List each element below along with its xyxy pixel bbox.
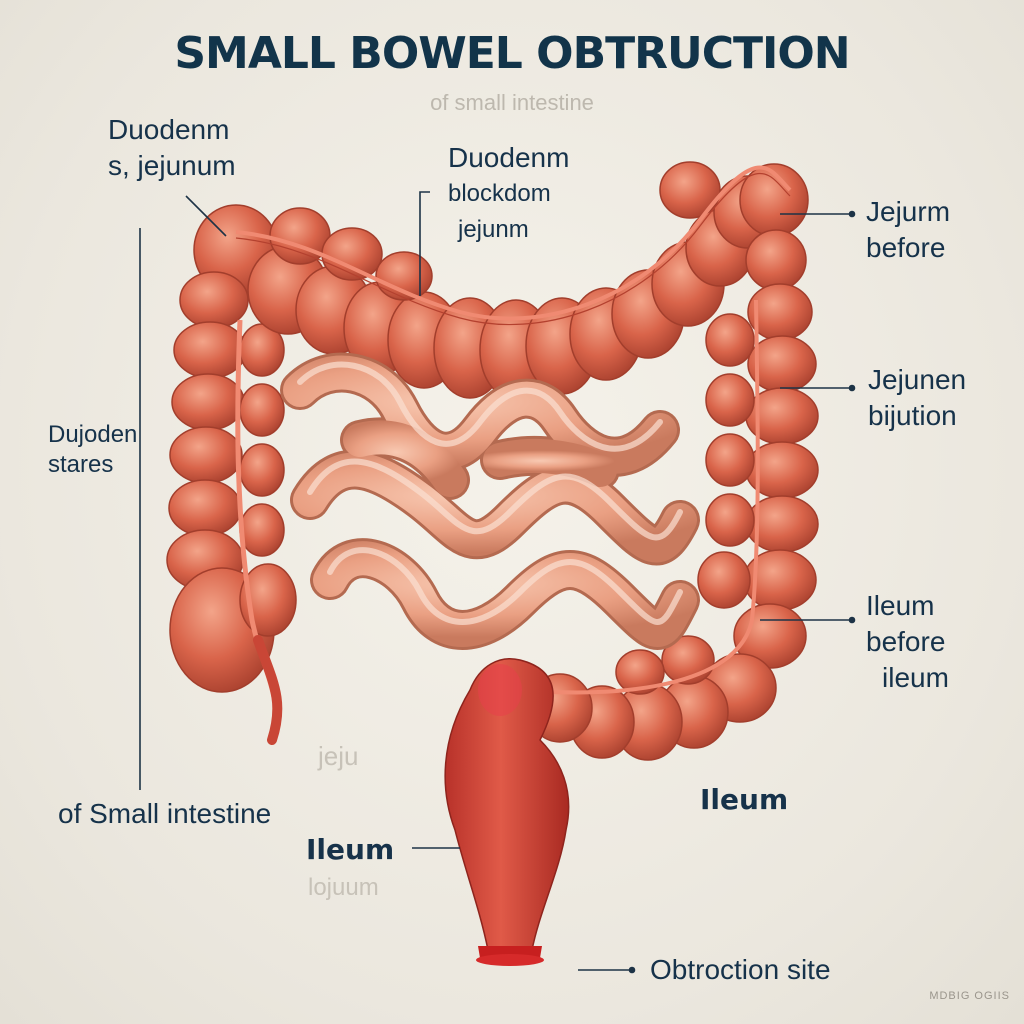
label-bottom-left: of Small intestine — [58, 798, 272, 829]
label-obstruction-site: Obtroction site — [650, 954, 831, 985]
label-top-center-line2: blockdom — [448, 180, 551, 207]
obstructed-segment — [444, 658, 570, 966]
diagram-title: SMALL BOWEL OBTRUCTION — [174, 28, 850, 79]
leader-lines — [139, 191, 856, 974]
label-right-lower: Ileum before ileum — [866, 588, 949, 696]
label-top-left: Duodenm s, jejunum — [108, 112, 236, 184]
label-bottom-right: Ileum — [700, 783, 789, 816]
label-right-lower-line1: Ileum — [866, 590, 935, 621]
label-top-center-line1: Duodenm — [448, 142, 570, 173]
label-bottom-center: Ileum — [306, 833, 395, 866]
label-left-middle-line2: stares — [48, 451, 114, 478]
label-right-lower-line3: ileum — [882, 662, 949, 693]
label-right-middle-line1: Jejunen — [868, 364, 967, 395]
label-right-middle: Jejunen bijution — [868, 362, 966, 434]
small-intestine-loops — [280, 352, 700, 650]
label-top-left-line1: Duodenm — [108, 114, 230, 145]
colon-frame — [166, 161, 819, 761]
label-right-lower-line2: before — [866, 626, 946, 657]
label-left-middle: Dujoden stares — [48, 420, 137, 480]
label-bottom-center-faint: lojuum — [308, 874, 379, 901]
label-top-center: Duodenm blockdom jejunm — [448, 140, 569, 248]
label-top-center-line3: jejunm — [458, 216, 529, 243]
label-center-faint: jeju — [318, 741, 359, 771]
diagram-subtitle: of small intestine — [430, 90, 594, 115]
label-left-middle-line1: Dujoden — [48, 421, 138, 448]
label-right-upper-line2: before — [866, 232, 946, 263]
label-right-upper-line1: Jejurm — [866, 196, 951, 227]
label-top-left-line2: s, jejunum — [108, 150, 236, 181]
label-right-middle-line2: bijution — [868, 400, 957, 431]
label-right-upper: Jejurm before — [866, 194, 950, 266]
watermark: MDBIG OGIIS — [929, 990, 1010, 1002]
